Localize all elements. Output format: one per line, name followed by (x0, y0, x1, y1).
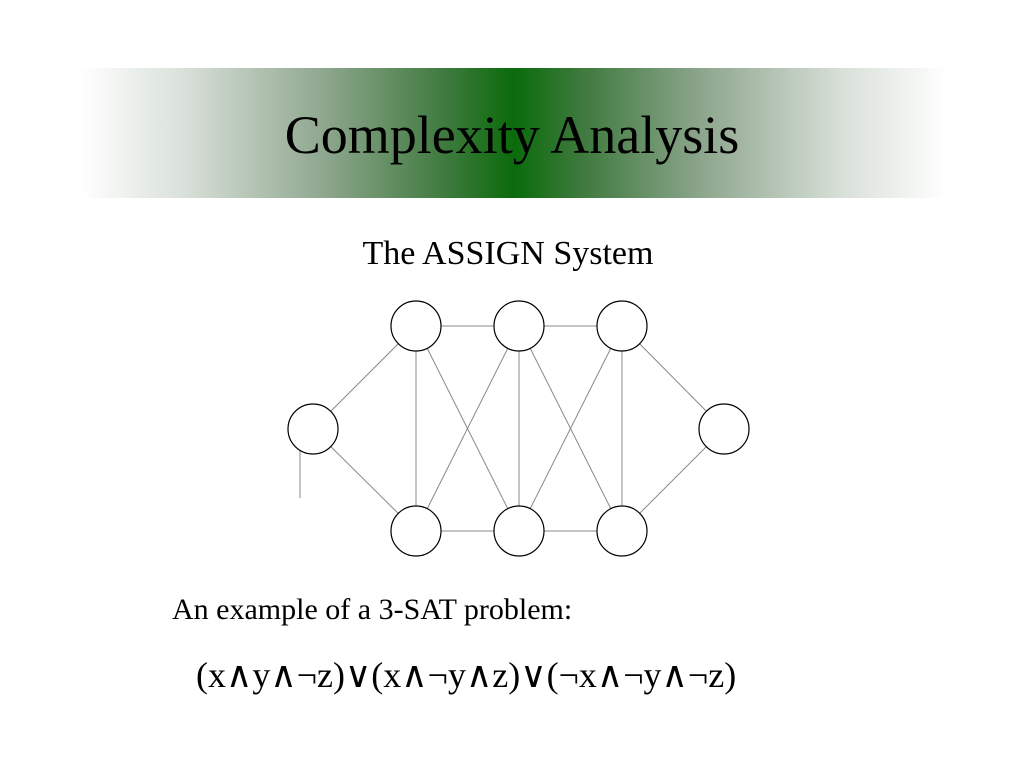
graph-edge-top-2-bottom-1 (415, 325, 520, 532)
graph-node-top-3 (596, 300, 648, 352)
graph-node-bottom-1 (390, 505, 442, 557)
graph-node-top-1 (390, 300, 442, 352)
slide-title: Complexity Analysis (284, 105, 740, 165)
graph-node-bottom-3 (596, 505, 648, 557)
graph-edges (312, 325, 725, 532)
sat-formula: (x∧y∧¬z)∨(x∧¬y∧z)∨(¬x∧¬y∧¬z) (196, 655, 737, 695)
sat-caption: An example of a 3-SAT problem: (172, 593, 573, 626)
graph-node-right (698, 403, 750, 455)
graph-nodes (287, 300, 750, 557)
graph-edge-top-3-bottom-2 (518, 325, 623, 532)
title-banner (80, 68, 948, 198)
graph-node-top-2 (493, 300, 545, 352)
graph-node-left (287, 403, 339, 455)
diagram-subtitle: The ASSIGN System (362, 235, 654, 272)
graph-node-bottom-2 (493, 505, 545, 557)
